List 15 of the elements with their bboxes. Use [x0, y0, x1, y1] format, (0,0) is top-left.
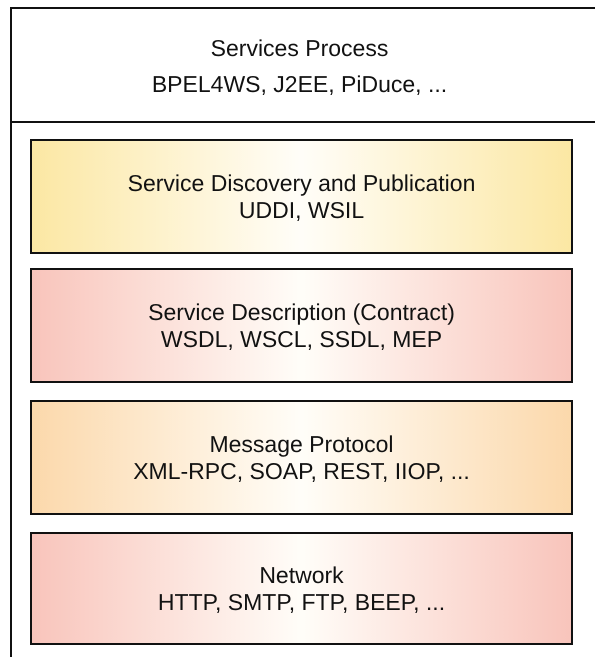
section-title: Services Process: [210, 35, 390, 62]
layer-title: Service Description (Contract): [148, 299, 455, 326]
technology-list: WSDL, WSCL, SSDL, MEP: [160, 326, 442, 352]
stack-frame: [10, 7, 595, 657]
technology-list: BPEL4WS, J2EE, PiDuce, ...: [12, 71, 587, 98]
layer-title: Service Discovery and Publication: [128, 170, 476, 196]
layer-box: [30, 400, 573, 515]
technology-list: HTTP, SMTP, FTP, BEEP, ...: [158, 588, 446, 615]
layer-title: Message Protocol: [209, 431, 394, 458]
technology-list: UDDI, WSIL: [238, 196, 364, 223]
technology-list: XML-RPC, SOAP, REST, IIOP, ...: [133, 458, 470, 484]
layer-box: [30, 139, 573, 254]
layer-title: Network: [259, 562, 344, 588]
layer-box: [30, 532, 573, 645]
layer-box: [30, 268, 573, 383]
